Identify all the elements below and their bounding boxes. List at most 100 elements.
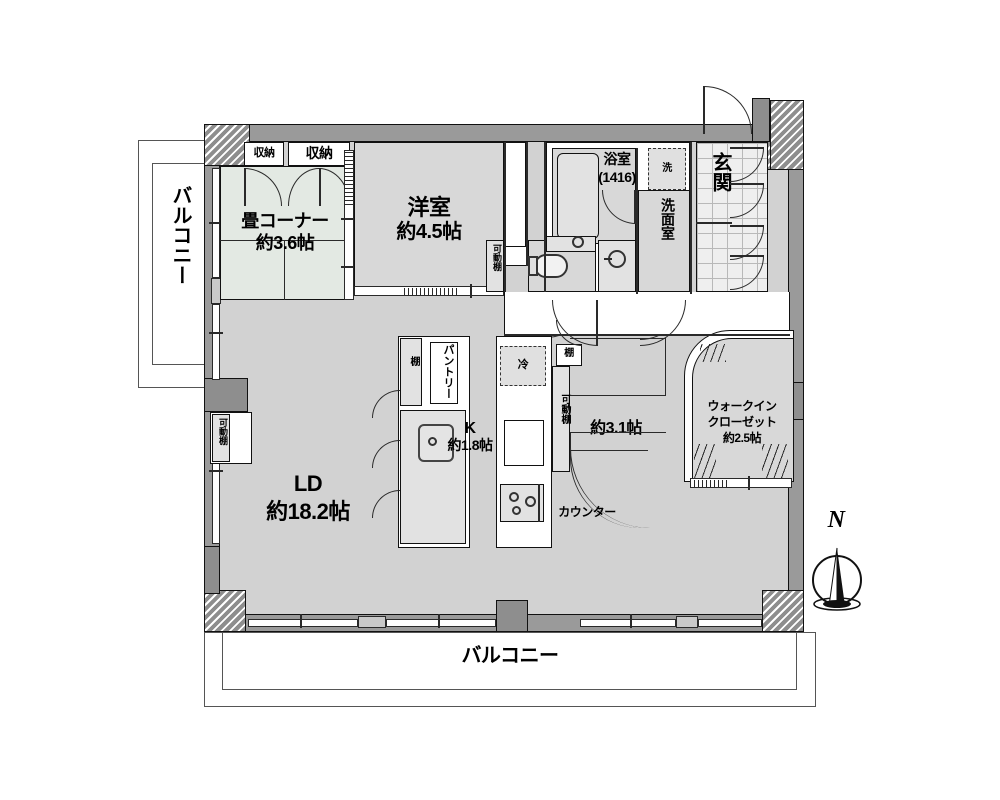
tatami-partition	[344, 150, 354, 300]
pantry-box	[430, 342, 458, 404]
tatami-mat-divider-v	[284, 240, 285, 300]
movable-shelf-ld-strip	[212, 414, 230, 462]
pantry-label: パントリー	[442, 344, 454, 399]
wic-door-tick	[748, 476, 750, 490]
balcony-bottom-inner	[222, 632, 797, 690]
entry-door-jamb	[752, 98, 770, 142]
window-left-tick2	[209, 332, 223, 334]
partition-yoshitsu-right	[504, 142, 506, 292]
cooktop-edge	[538, 484, 540, 522]
entry-door-arc	[704, 86, 752, 134]
bath-door-leaf	[634, 190, 636, 224]
ld-hall-door-leaf	[596, 300, 598, 346]
ld-area: 約18.2帖	[266, 499, 350, 524]
tatami-room-area: 約3.6帖	[255, 233, 315, 253]
cooktop	[500, 484, 544, 522]
partition-genkan-left	[690, 142, 692, 294]
yoshitsu-door-hatch	[404, 288, 460, 295]
counter-label: カウンター	[558, 505, 616, 519]
storage-large-box	[288, 142, 350, 166]
tatami-room-name: 畳コーナー	[241, 211, 329, 231]
compass-rose: N	[800, 507, 886, 614]
entry-column	[770, 100, 804, 170]
toilet-tank	[528, 256, 538, 276]
kitchen-cabinet	[504, 420, 544, 466]
kitchen-sink-drain	[428, 437, 437, 446]
toilet-basin-icon	[572, 236, 584, 248]
window-bottom-seg2	[386, 619, 496, 627]
partition-hall-bottom	[504, 334, 790, 336]
wall-bottom-pier	[496, 600, 528, 632]
entry-door-leaf	[703, 86, 705, 134]
column-top-left	[204, 124, 250, 166]
storage-large-door-center	[319, 168, 321, 206]
genkan-step-line	[696, 222, 732, 224]
compass-needle-icon	[812, 547, 862, 611]
wic-hanger-top	[700, 344, 726, 362]
tatami-partition-tick1	[341, 218, 357, 220]
column-bottom-right	[762, 590, 804, 632]
wall-left-thick-upper	[204, 378, 248, 412]
washer-box	[648, 148, 686, 190]
partition-bath-washroom	[636, 148, 638, 294]
shoe-closet-leaf-2	[730, 183, 764, 185]
kitchen-shelf-box	[556, 344, 582, 366]
movable-shelf-hall-box	[486, 240, 504, 292]
movable-shelf-hall-label: 可動棚	[492, 244, 502, 271]
vanity-tap	[604, 258, 612, 260]
window-bottom-tick1	[300, 614, 302, 628]
pantry-shelf-label: 棚	[408, 356, 419, 366]
wic-area: 約2.5帖	[722, 431, 762, 445]
cooktop-burner-3	[512, 506, 521, 515]
wall-left-jog	[204, 546, 220, 594]
hall-door-leaf-2	[730, 255, 764, 257]
window-bottom-tick2	[438, 614, 440, 628]
kitchen-name: K	[464, 420, 476, 437]
wic-hanger-left	[694, 444, 716, 482]
toilet-bowl	[534, 254, 568, 278]
kitchen-shelf-label: 棚	[564, 348, 574, 359]
wic-door-hatch	[694, 480, 728, 487]
storage-large-label: 収納	[305, 145, 334, 161]
window-bottom-seg3	[580, 619, 676, 627]
cooktop-burner-1	[509, 492, 519, 502]
movable-shelf-kitchen-box	[552, 366, 570, 472]
bath-size: (1416)	[598, 169, 636, 185]
tatami-partition-hatch	[345, 152, 353, 208]
balcony-bottom-label: バルコニー	[461, 645, 559, 667]
partition-bath-left	[544, 142, 546, 292]
column-bottom-left	[204, 590, 246, 632]
shoe-closet-leaf-1	[730, 147, 764, 149]
fridge-label: 冷	[517, 359, 529, 371]
window-bottom-div1	[358, 616, 386, 628]
genkan-name: 玄関	[709, 152, 731, 192]
balcony-left-label: バルコニー	[169, 185, 191, 285]
movable-shelf-ld-label: 可動棚	[218, 418, 228, 445]
window-bottom-tick3	[630, 614, 632, 628]
yoshitsu-name: 洋室	[407, 195, 451, 220]
compass-north-label: N	[827, 507, 845, 533]
storage-small-box	[244, 142, 284, 166]
storage-small-door-leaf	[244, 168, 246, 206]
tatami-partition-tick2	[341, 266, 357, 268]
storage-small-label: 収納	[253, 147, 276, 159]
yoshitsu-door-tick	[470, 284, 472, 298]
yoshitsu-area: 約4.5帖	[396, 221, 462, 243]
ld-name: LD	[293, 471, 323, 496]
wic-door-sash	[690, 478, 792, 488]
movable-shelf-kitchen-label: 可動棚	[559, 394, 570, 424]
wic-hanger-right	[762, 444, 788, 482]
washroom-name: 洗面室	[660, 198, 676, 240]
partition-yoshitsu-bath	[526, 142, 528, 266]
hall-door-leaf-1	[730, 225, 764, 227]
window-bottom-seg1	[248, 619, 358, 627]
washer-label: 洗	[662, 163, 672, 174]
wic-label-line1: ウォークイン	[707, 399, 777, 413]
kitchen-area: 約1.8帖	[447, 437, 493, 453]
bath-name: 浴室	[603, 151, 632, 167]
fridge-box	[500, 346, 546, 386]
window-left-lower	[212, 304, 220, 380]
cooktop-burner-2	[525, 496, 536, 507]
dining-upper-outline	[570, 338, 666, 396]
